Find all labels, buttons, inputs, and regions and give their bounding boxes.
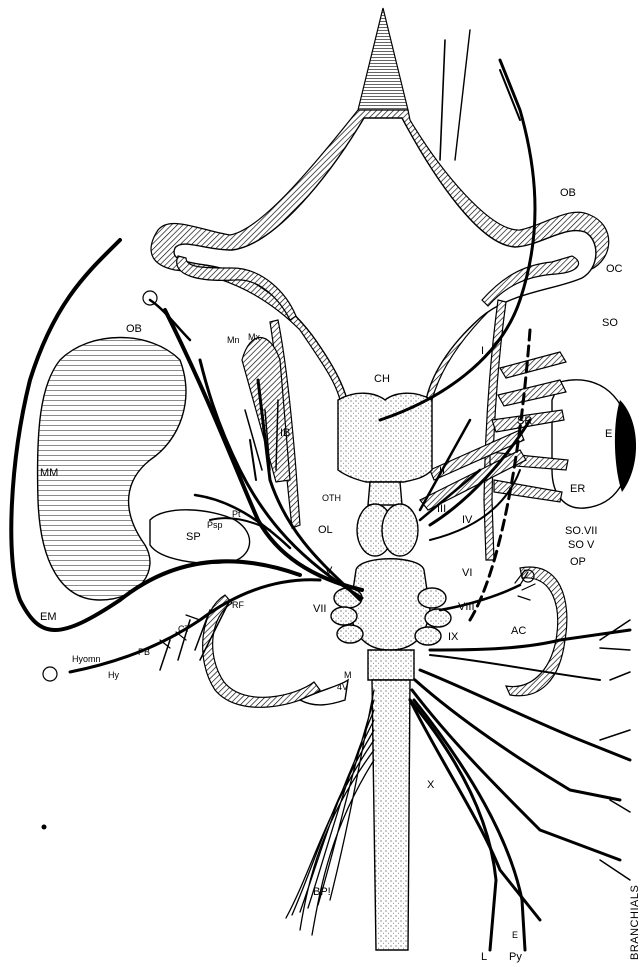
label-sr: SR — [517, 415, 532, 427]
label-ob-left: OB — [126, 323, 142, 335]
label-e: E — [605, 428, 612, 440]
label-pt: Pt — [232, 509, 241, 519]
label-ol: OL — [318, 524, 333, 536]
label-vii: VII — [313, 603, 326, 615]
label-mm: MM — [40, 467, 58, 479]
label-hyomn: Hyomn — [72, 654, 101, 664]
label-ac: AC — [511, 625, 526, 637]
label-sp: SP — [186, 531, 201, 543]
label-em: EM — [40, 611, 57, 623]
label-iii: III — [437, 503, 446, 515]
label-4v: 4V — [337, 682, 348, 692]
label-so-vii: SO.VII — [565, 525, 597, 537]
label-ob-top: OB — [560, 187, 576, 199]
label-viii: VIII — [458, 601, 475, 613]
label-l: L — [481, 951, 487, 963]
label-mn: Mn — [227, 335, 240, 345]
label-v: V — [325, 565, 333, 577]
label-py: Py — [509, 951, 522, 963]
rostrum-spike — [358, 8, 408, 110]
label-oc: OC — [606, 263, 623, 275]
mm-muscle — [38, 338, 186, 601]
label-pb: PB — [138, 647, 150, 657]
label-i: I — [481, 345, 484, 357]
label-x: X — [427, 779, 435, 791]
label-vi: VI — [462, 567, 472, 579]
label-m: M — [344, 670, 352, 680]
label-psp: Psp — [207, 520, 223, 530]
label-op: OP — [570, 556, 586, 568]
label-iv: IV — [462, 514, 473, 526]
label-bpl: BP! — [313, 886, 331, 898]
label-ct: CT — [178, 624, 190, 634]
label-branchials: BRANCHIALS — [629, 885, 641, 960]
label-oth: OTH — [322, 493, 341, 503]
label-ch: CH — [374, 373, 390, 385]
label-so-v: SO V — [568, 539, 595, 551]
label-ii: II — [439, 465, 445, 477]
label-er: ER — [570, 483, 585, 495]
label-mx: Mx — [248, 332, 260, 342]
stray-dot — [42, 825, 47, 830]
hyoid-loop — [203, 595, 320, 707]
label-rf: RF — [232, 600, 244, 610]
label-ib: IB — [280, 427, 290, 439]
label-e-small: E — [512, 930, 518, 940]
label-ix: IX — [448, 631, 459, 643]
label-hy: Hy — [108, 670, 119, 680]
label-so: SO — [602, 317, 618, 329]
